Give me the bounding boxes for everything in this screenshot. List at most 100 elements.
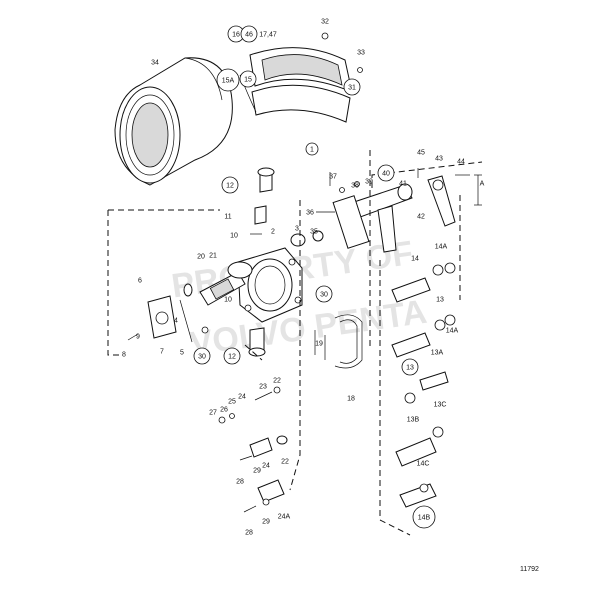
callout-text: 4 [174,318,178,325]
callout-text: 14B [418,515,431,522]
callout-25-51: 25 [228,399,236,406]
callout-circle [239,70,257,88]
callout-text: 15 [244,77,252,84]
callout-text: 11 [224,214,231,221]
drawing-number: 11792 [520,566,539,573]
callout-14B-62: 14B [412,505,436,529]
lower-roller-parts [127,326,326,360]
callout-text: 31 [348,85,356,92]
callout-24A-61: 24A [278,514,291,521]
callout-text: 10 [224,297,232,304]
callout-text: 13 [436,297,444,304]
callout-10-23: 10 [230,233,238,240]
callout-text: 34 [151,60,159,67]
callout-text: 32 [321,19,329,26]
slack-adjuster [147,283,193,343]
callout-text: 22 [273,378,281,385]
callout-1747-3: 17,47 [259,32,277,39]
callout-20-28: 20 [197,254,205,261]
callout-13B-54: 13B [407,417,420,424]
callout-44-13: 44 [457,159,465,166]
callout-9-37: 9 [136,334,140,341]
callout-26-53: 26 [220,407,228,414]
callout-29-55: 29 [253,468,261,475]
callout-text: 9 [136,334,140,341]
callout-14C-58: 14C [417,461,430,468]
callout-text: 8 [122,352,126,359]
callout-circle [305,142,319,156]
callout-42-19: 42 [417,214,425,221]
callout-text: 35 [310,229,318,236]
callout-text: 17,47 [259,32,277,39]
callout-31-8: 31 [343,78,361,96]
callout-text: 13A [431,350,444,357]
callout-27-52: 27 [209,410,217,417]
callout-text: 28 [236,479,244,486]
upper-roller-parts [250,167,275,235]
callout-text: 2 [271,229,275,236]
brake-shoes [239,32,363,123]
callout-text: 39 [365,179,373,186]
callout-text: 42 [417,214,425,221]
callout-text: 1 [310,147,314,154]
callout-8-38: 8 [122,352,126,359]
cam-housing [199,261,253,306]
callout-36-21: 36 [306,210,314,217]
callout-text: 14A [446,328,459,335]
callout-text: 14 [411,256,419,263]
callout-text: 46 [245,32,253,39]
callout-circle [240,25,258,43]
callout-text: 29 [253,468,261,475]
callout-13C-47: 13C [434,402,447,409]
brake-spider [237,230,324,323]
callout-34-0: 34 [151,60,159,67]
callout-text: 40 [382,171,390,178]
callout-text: 24A [278,514,291,521]
callout-41-18: 41 [399,181,407,188]
callout-13-45: 13 [401,358,419,376]
camshaft-and-lever [316,168,482,253]
callout-text: 20 [197,254,205,261]
callout-text: 12 [226,183,234,190]
callout-15-7: 15 [239,70,257,88]
callout-37-14: 37 [329,174,337,181]
callout-text: 18 [347,396,355,403]
callout-text: 26 [220,407,228,414]
callout-text: 22 [281,459,289,466]
callout-text: 16 [232,32,240,39]
callout-10-34: 10 [224,297,232,304]
callout-28-63: 28 [245,530,253,537]
callout-text: 25 [228,399,236,406]
assembly-lines [107,150,483,536]
callout-35-25: 35 [310,229,318,236]
callout-13-33: 13 [436,297,444,304]
dust-shield-bracket [334,314,363,369]
callout-43-12: 43 [435,156,443,163]
callout-text: 7 [160,349,164,356]
callout-text: 12 [228,354,236,361]
callout-text: 37 [329,174,337,181]
callout-text: 28 [245,530,253,537]
callout-text: A [480,181,485,188]
callout-text: 41 [399,181,407,188]
callout-text: 19 [315,341,323,348]
callout-circle [216,68,240,92]
callout-circle [315,285,333,303]
callout-text: 10 [230,233,238,240]
callout-text: 3 [295,226,299,233]
callout-18-46: 18 [347,396,355,403]
callout-40-17: 40 [377,164,395,182]
callout-text: 30 [198,354,206,361]
callout-13A-44: 13A [431,350,444,357]
callout-22-49: 22 [273,378,281,385]
callout-19-43: 19 [315,341,323,348]
callout-28-59: 28 [236,479,244,486]
callout-39-16: 39 [365,179,373,186]
callout-text: 36 [306,210,314,217]
callout-circle [377,164,395,182]
callout-text: 21 [209,253,217,260]
callout-circle [401,358,419,376]
callout-text: 14A [435,244,448,251]
callout-text: 38 [351,183,359,190]
callout-text: 5 [180,350,184,357]
